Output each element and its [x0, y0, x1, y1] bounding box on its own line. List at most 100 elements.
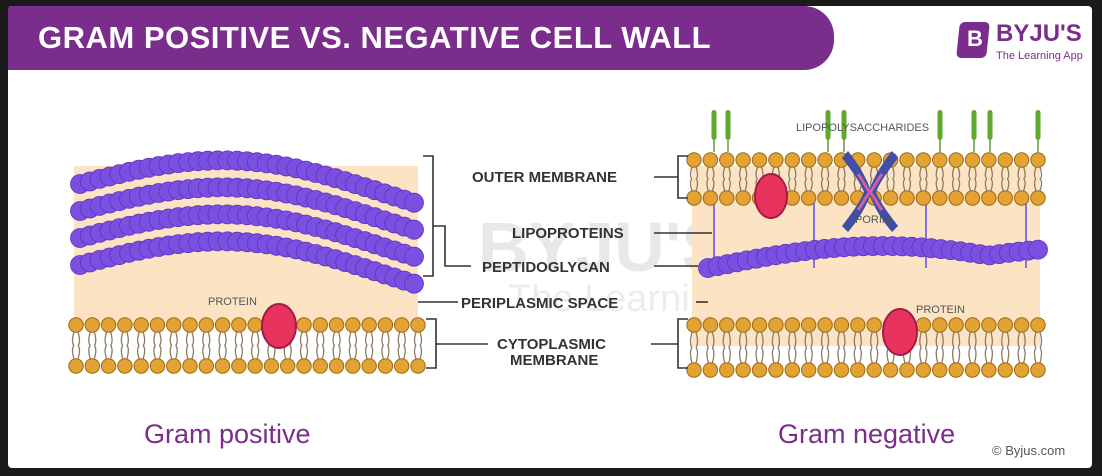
lipid-tail — [793, 347, 797, 364]
lipid-head — [964, 362, 981, 378]
lipid-tail — [870, 166, 873, 180]
lipid-tail — [951, 166, 955, 180]
lipid-tail — [853, 178, 857, 192]
lipid-tail — [941, 347, 944, 364]
lipid-head — [948, 190, 964, 206]
lipid-tail — [332, 345, 336, 360]
lipid-tail — [305, 331, 309, 346]
lps-chain — [987, 110, 993, 140]
lipid-tail — [973, 331, 977, 348]
lipid-tail — [755, 347, 759, 364]
lipid-tail — [924, 347, 928, 364]
lipid-tail — [126, 345, 130, 360]
lipid-head — [280, 358, 296, 374]
lipid-tail — [250, 345, 254, 360]
lipid-tail — [886, 178, 890, 192]
lipid-head — [1030, 317, 1046, 333]
lipid-head — [149, 317, 166, 333]
lipid-tail — [175, 331, 178, 346]
lipid-head — [800, 317, 817, 333]
lipid-head — [866, 317, 882, 333]
lipid-head — [231, 358, 247, 374]
lipid-tail — [175, 345, 178, 360]
label-protein-left: PROTEIN — [208, 296, 257, 308]
lipid-head — [981, 190, 997, 206]
label-membrane: MEMBRANE — [510, 352, 598, 369]
lipid-tail — [788, 178, 791, 192]
lipid-tail — [223, 331, 227, 346]
lipid-tail — [738, 347, 742, 364]
lps-chain — [937, 110, 943, 140]
lipid-tail — [968, 347, 972, 364]
lipid-tail — [321, 331, 325, 346]
lipid-tail — [919, 347, 922, 364]
lipid-tail — [984, 331, 988, 348]
lipid-head — [247, 358, 263, 374]
lipid-tail — [370, 331, 374, 346]
lipid-head — [948, 317, 964, 333]
lipid-tail — [695, 347, 699, 364]
lipid-head — [768, 317, 784, 333]
annotation-lines — [418, 155, 712, 369]
lipid-tail — [1017, 166, 1021, 180]
lipid-tail — [777, 347, 781, 364]
lipid-tail — [136, 331, 140, 346]
lipid-head — [784, 152, 800, 168]
lipid-tail — [853, 347, 857, 364]
lipid-tail — [305, 345, 309, 360]
lipid-tail — [142, 345, 146, 360]
lipid-tail — [695, 331, 699, 348]
lipid-head — [997, 190, 1013, 206]
lipid-tail — [837, 166, 841, 180]
lipid-head — [394, 358, 410, 374]
diagram-canvas: GRAM POSITIVE VS. NEGATIVE CELL WALL B B… — [8, 6, 1092, 468]
lipid-tail — [859, 331, 862, 348]
lipid-tail — [337, 331, 341, 346]
lipid-head — [312, 358, 328, 374]
lipid-tail — [842, 178, 846, 192]
lipid-head — [84, 358, 100, 374]
lipid-tail — [289, 345, 292, 360]
lipid-head — [768, 362, 784, 378]
lipid-tail — [826, 347, 830, 364]
lipid-tail — [760, 331, 764, 348]
lipid-tail — [908, 178, 912, 192]
caption-gram-positive: Gram positive — [144, 419, 311, 449]
lipid-tail — [744, 178, 748, 192]
lipid-head — [981, 362, 997, 378]
lipid-tail — [968, 331, 972, 348]
lipid-tail — [1017, 178, 1021, 192]
lipid-tail — [875, 347, 879, 364]
lipid-tail — [875, 331, 879, 348]
lipid-tail — [126, 331, 130, 346]
lipid-tail — [403, 345, 406, 360]
lipid-tail — [1039, 166, 1043, 180]
lipid-tail — [104, 345, 108, 360]
lipid-tail — [777, 331, 781, 348]
lipid-tail — [722, 178, 726, 192]
lipid-tail — [951, 331, 955, 348]
page-title: GRAM POSITIVE VS. NEGATIVE CELL WALL — [38, 20, 712, 55]
peptidoglycan-layer-right — [698, 236, 1048, 278]
lipid-tail — [973, 166, 977, 180]
lipid-tail — [793, 178, 797, 192]
lipid-tail — [337, 345, 341, 360]
lipid-tail — [191, 331, 195, 346]
porin-icon — [842, 151, 898, 232]
lipid-tail — [234, 331, 238, 346]
lipid-tail — [1017, 331, 1021, 348]
lipid-tail — [941, 331, 944, 348]
label-periplasmic-space: PERIPLASMIC SPACE — [461, 295, 618, 312]
lipid-tail — [973, 178, 977, 192]
lipid-head — [964, 152, 981, 168]
lps-chain — [841, 110, 847, 140]
brand-name: BYJU'S — [996, 20, 1082, 47]
lipid-head — [866, 152, 882, 168]
lipid-head — [182, 317, 198, 333]
lipid-tail — [1033, 331, 1037, 348]
lipid-tail — [722, 331, 726, 348]
lipid-tail — [234, 345, 238, 360]
lipid-head — [735, 362, 751, 378]
lipid-tail — [771, 347, 775, 364]
lipid-tail — [109, 331, 113, 346]
